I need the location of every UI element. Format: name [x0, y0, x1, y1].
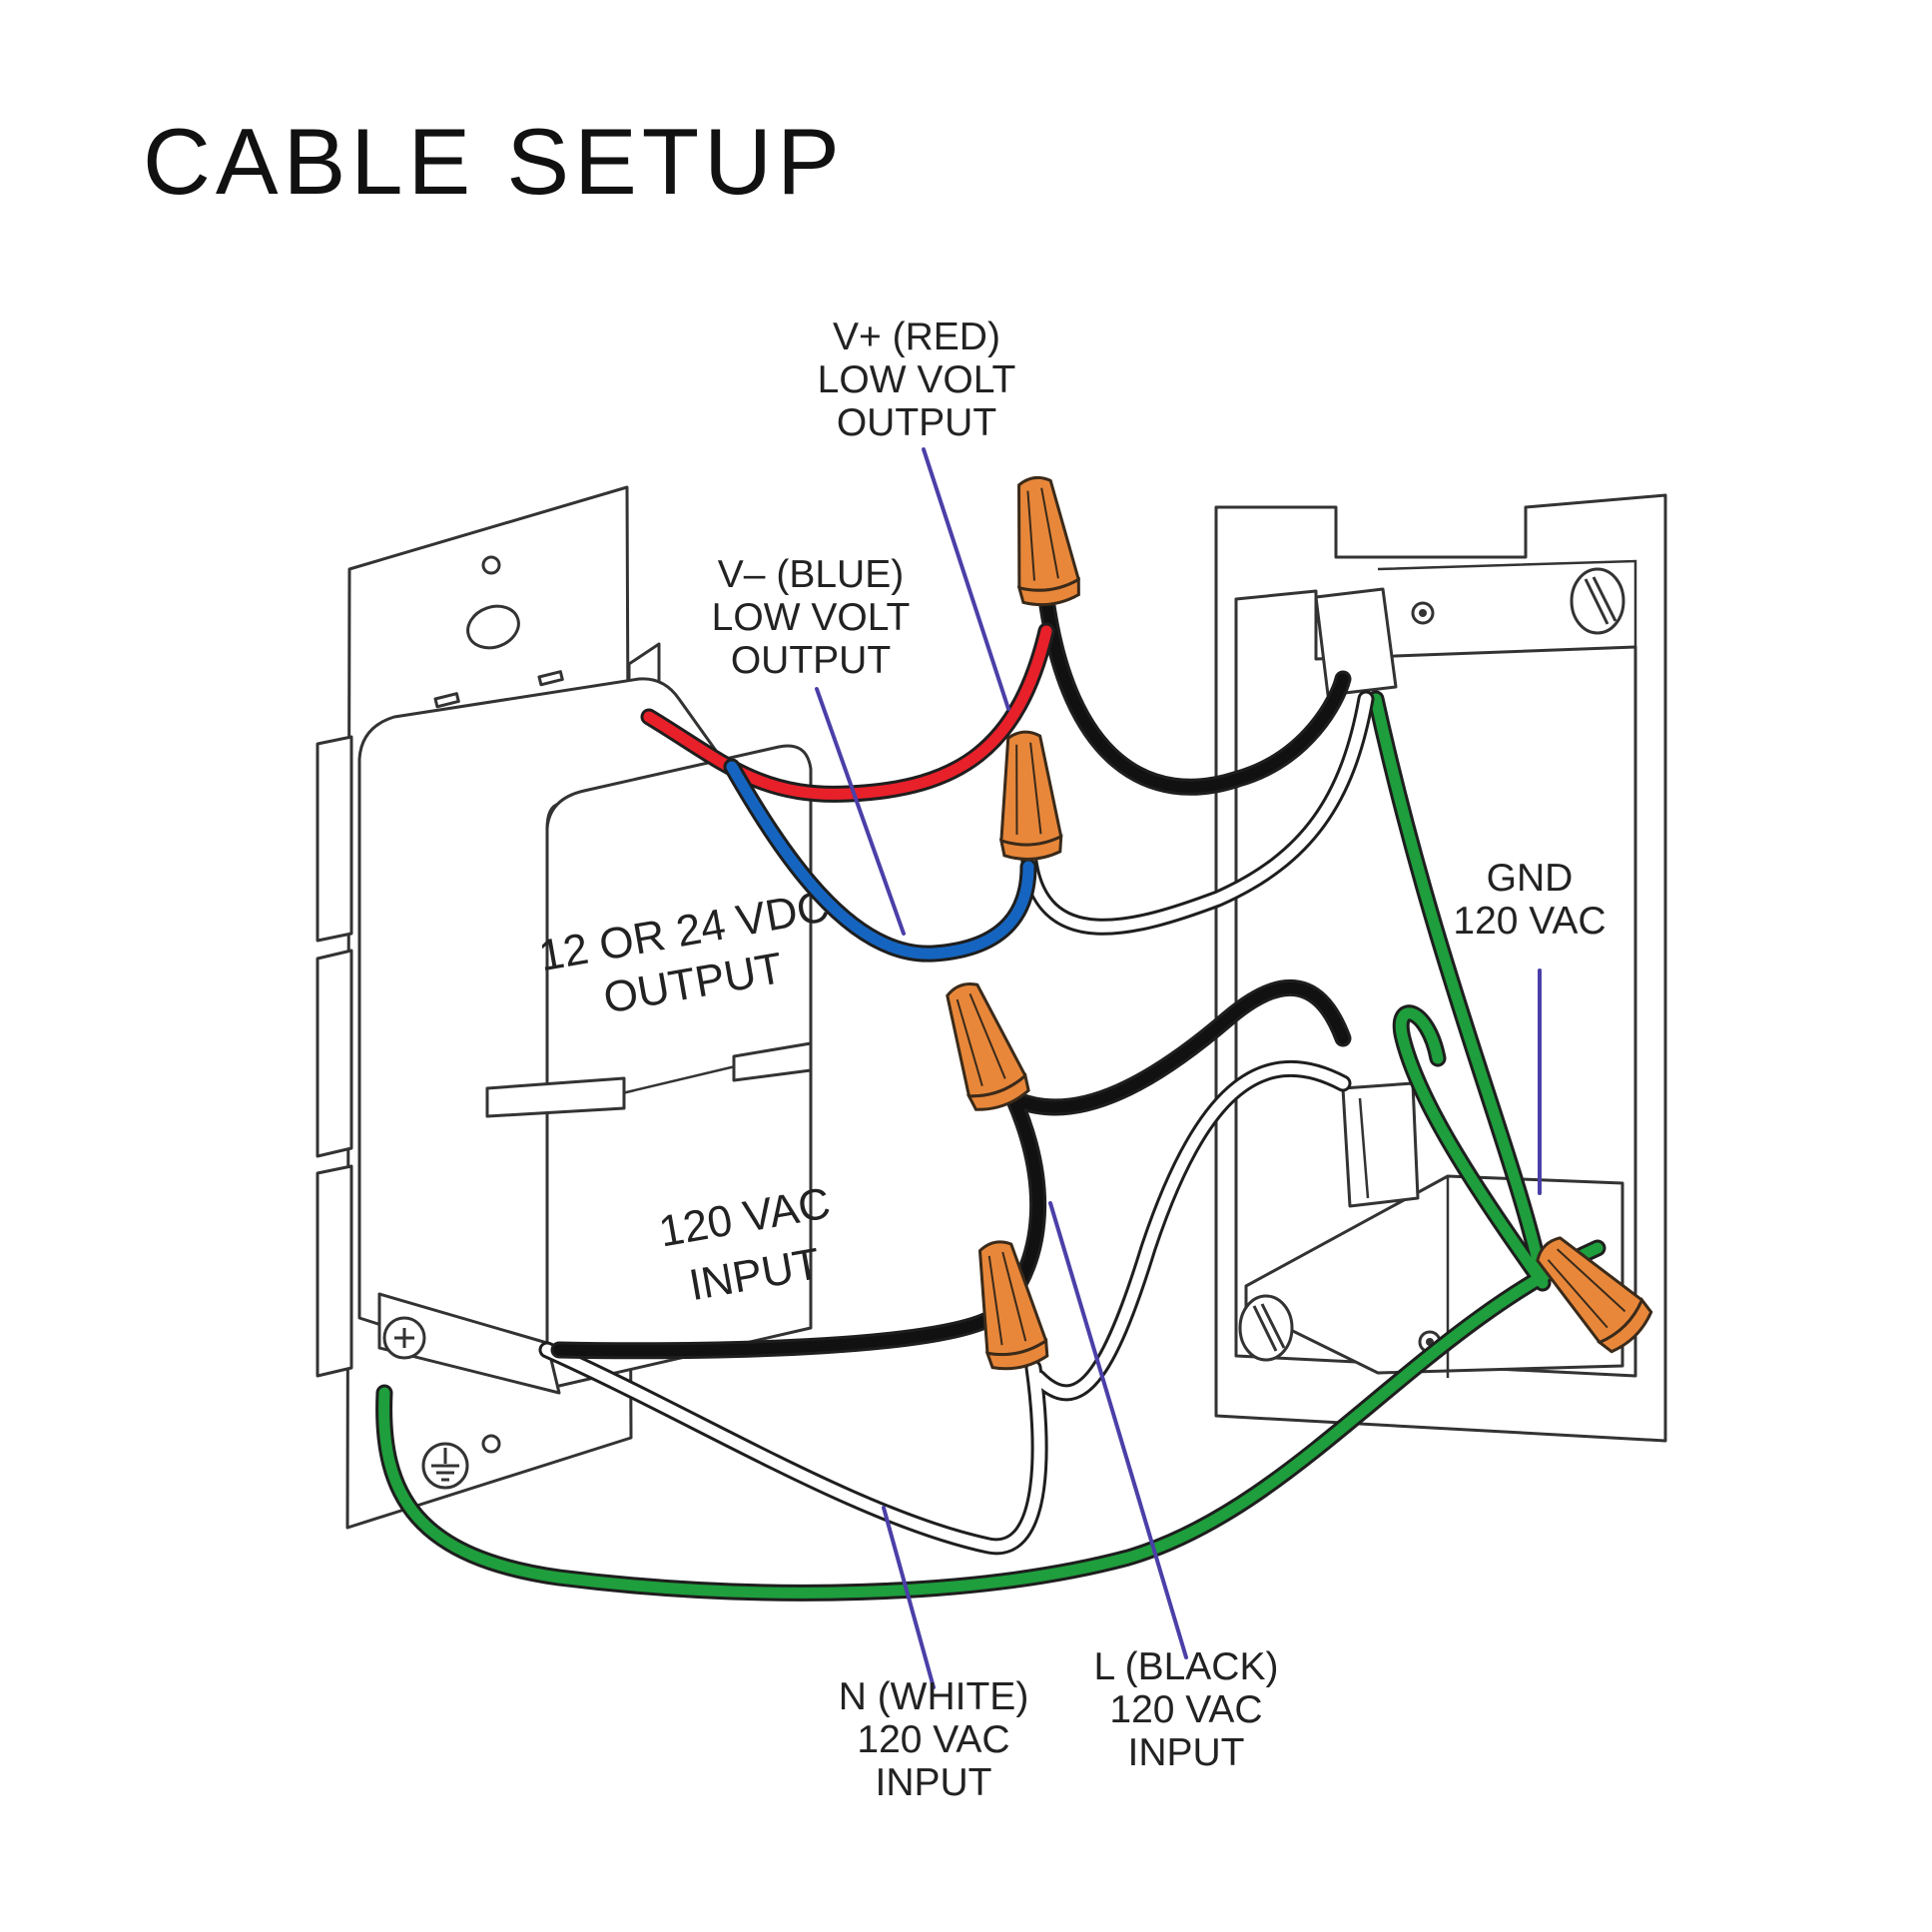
label-red-line3: OUTPUT [837, 401, 996, 444]
label-red: V+ (RED) LOW VOLT OUTPUT [818, 316, 1016, 444]
label-red-line2: LOW VOLT [818, 358, 1016, 401]
wire-nut-red [1016, 475, 1080, 607]
wire-nuts [946, 475, 1653, 1371]
wire-nut-white-bottom [977, 1240, 1049, 1371]
blue-wire-output [723, 758, 1037, 963]
label-red-line1: V+ (RED) [833, 316, 1000, 358]
white-wire-neutral [538, 690, 1375, 1556]
label-black-line2: 120 VAC [1109, 1688, 1262, 1731]
page-title: CABLE SETUP [143, 109, 845, 214]
leader-black [1048, 1201, 1188, 1659]
green-wire-ground [375, 690, 1607, 1602]
wire-nut-ground [1536, 1236, 1653, 1354]
leader-white [882, 1506, 936, 1689]
label-black-line1: L (BLACK) [1094, 1645, 1279, 1688]
wire-nut-black-top [946, 981, 1030, 1111]
label-white-line2: 120 VAC [857, 1718, 1009, 1761]
label-black-line3: INPUT [1128, 1731, 1245, 1774]
label-gnd-line1: GND [1487, 857, 1574, 900]
leader-blue [815, 687, 906, 936]
label-blue-line2: LOW VOLT [712, 596, 911, 639]
wire-nut-blue [998, 730, 1063, 861]
label-gnd-line2: 120 VAC [1453, 900, 1606, 943]
leader-red [922, 447, 1010, 711]
red-wire-output [640, 622, 1055, 803]
label-gnd: GND 120 VAC [1453, 857, 1606, 943]
label-white: N (WHITE) 120 VAC INPUT [839, 1675, 1029, 1804]
black-wire-line [550, 590, 1352, 1360]
leader-lines [815, 447, 1542, 1689]
dimmer-device: 12 OR 24 VDC OUTPUT 120 VAC INPUT [316, 485, 834, 1530]
label-blue-line1: V– (BLUE) [718, 553, 904, 596]
wires [375, 590, 1607, 1602]
label-black: L (BLACK) 120 VAC INPUT [1094, 1645, 1279, 1774]
label-blue: V– (BLUE) LOW VOLT OUTPUT [712, 553, 911, 682]
label-blue-line3: OUTPUT [731, 639, 891, 682]
label-white-line3: INPUT [876, 1761, 992, 1804]
label-white-line1: N (WHITE) [839, 1675, 1029, 1718]
